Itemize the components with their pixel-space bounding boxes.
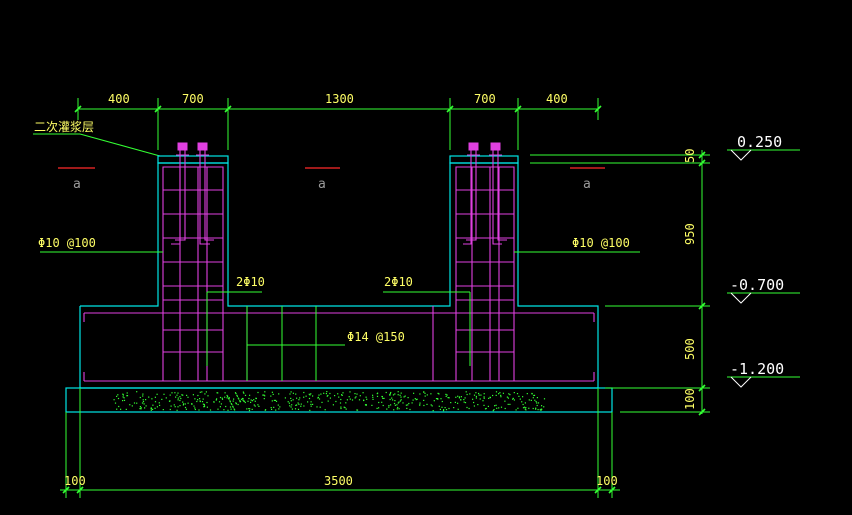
dim-right-2: 950	[683, 223, 697, 245]
rebar-right-label: Φ10 @100	[572, 236, 630, 250]
section-mark-left: a	[73, 177, 81, 192]
rebar-left-label: Φ10 @100	[38, 236, 96, 250]
level-markers	[727, 149, 800, 388]
dim-right-3: 500	[683, 338, 697, 360]
dim-top-1: 400	[108, 92, 130, 106]
dim-bottom-right: 100	[596, 474, 618, 488]
anchor-bolt-heads	[176, 142, 502, 156]
level-minus-1200: -1.200	[730, 360, 784, 378]
grout-layer-label: 二次灌浆层	[34, 119, 94, 134]
dim-right-1: 50	[683, 149, 697, 163]
bar-2-right-label: 2Φ10	[384, 275, 413, 289]
dim-top-5: 400	[546, 92, 568, 106]
dim-top-2: 700	[182, 92, 204, 106]
section-mark-center: a	[318, 177, 326, 192]
concrete-outline	[65, 155, 613, 413]
dim-top-4: 700	[474, 92, 496, 106]
grout-layer-leader	[33, 133, 161, 157]
bottom-dimension-chain	[60, 388, 620, 498]
dim-bottom-left: 100	[64, 474, 86, 488]
level-0250: 0.250	[737, 133, 782, 151]
section-mark-right: a	[583, 177, 591, 192]
top-dimension-chain	[74, 98, 602, 150]
dim-top-3: 1300	[325, 92, 354, 106]
bar-2-left-label: 2Φ10	[236, 275, 265, 289]
slab-rebar-label: Φ14 @150	[347, 330, 405, 344]
internal-dim-lines	[40, 251, 640, 381]
cushion-speckle	[113, 391, 546, 412]
dim-right-4: 100	[683, 388, 697, 410]
rebar-cage	[83, 150, 595, 382]
right-dimension-chain	[530, 150, 710, 416]
dim-bottom-total: 3500	[324, 474, 353, 488]
level-minus-0700: -0.700	[730, 276, 784, 294]
